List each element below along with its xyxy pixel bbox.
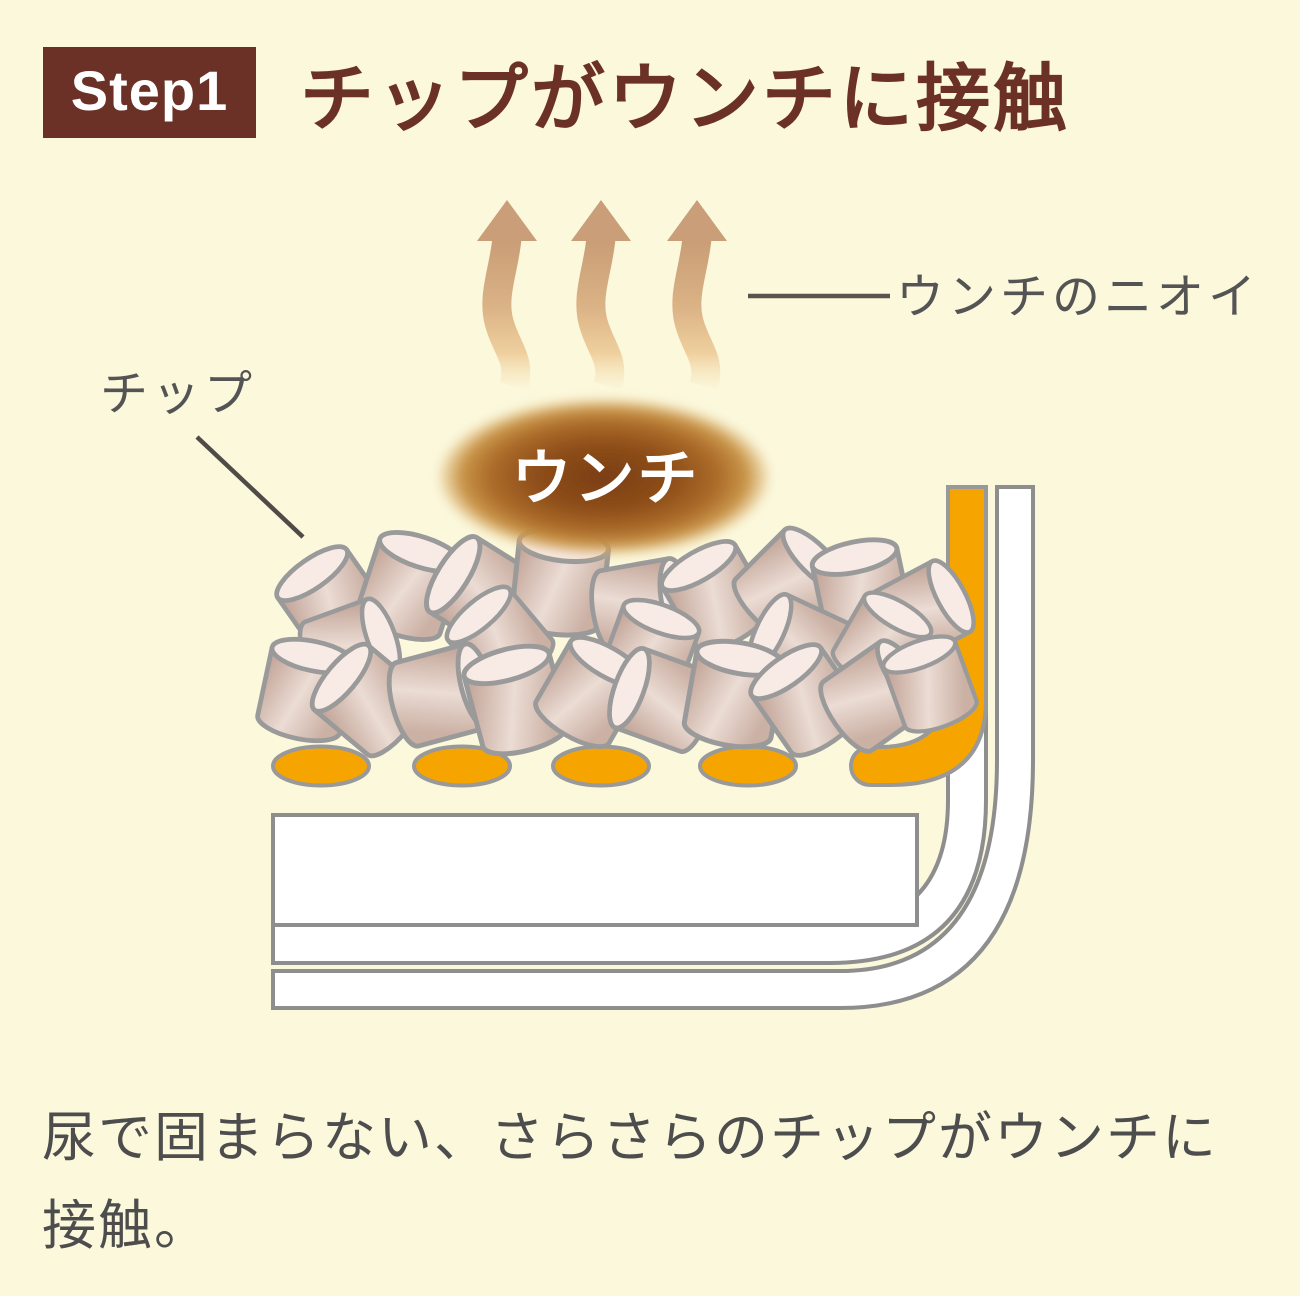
absorbent-sheet [271, 813, 919, 927]
poop-blob: ウンチ [436, 397, 772, 557]
outer-tray-shell [271, 485, 1035, 1010]
page-title: チップがウンチに接触 [300, 57, 1070, 140]
smell-arrows [477, 200, 727, 386]
smell-label: ウンチのニオイ [896, 271, 1260, 324]
step-badge: Step1 [43, 47, 256, 138]
steam-arrow-icon [477, 200, 537, 386]
steam-arrow-icon [667, 200, 727, 386]
urine-drop [412, 744, 512, 788]
urine-drop [271, 744, 371, 788]
step-badge-label: Step1 [70, 59, 229, 122]
chip-callout-line [195, 435, 305, 539]
urine-drop [698, 744, 798, 788]
urine-drop [551, 744, 651, 788]
steam-arrow-icon [571, 200, 631, 386]
poop-label: ウンチ [512, 445, 701, 512]
chip-label: チップ [100, 368, 256, 421]
urine-drops [271, 744, 798, 788]
caption-text: 尿で固まらない、さらさらのチップがウンチに接触。 [42, 1108, 1218, 1256]
header: Step1 チップがウンチに接触 [43, 47, 1280, 140]
